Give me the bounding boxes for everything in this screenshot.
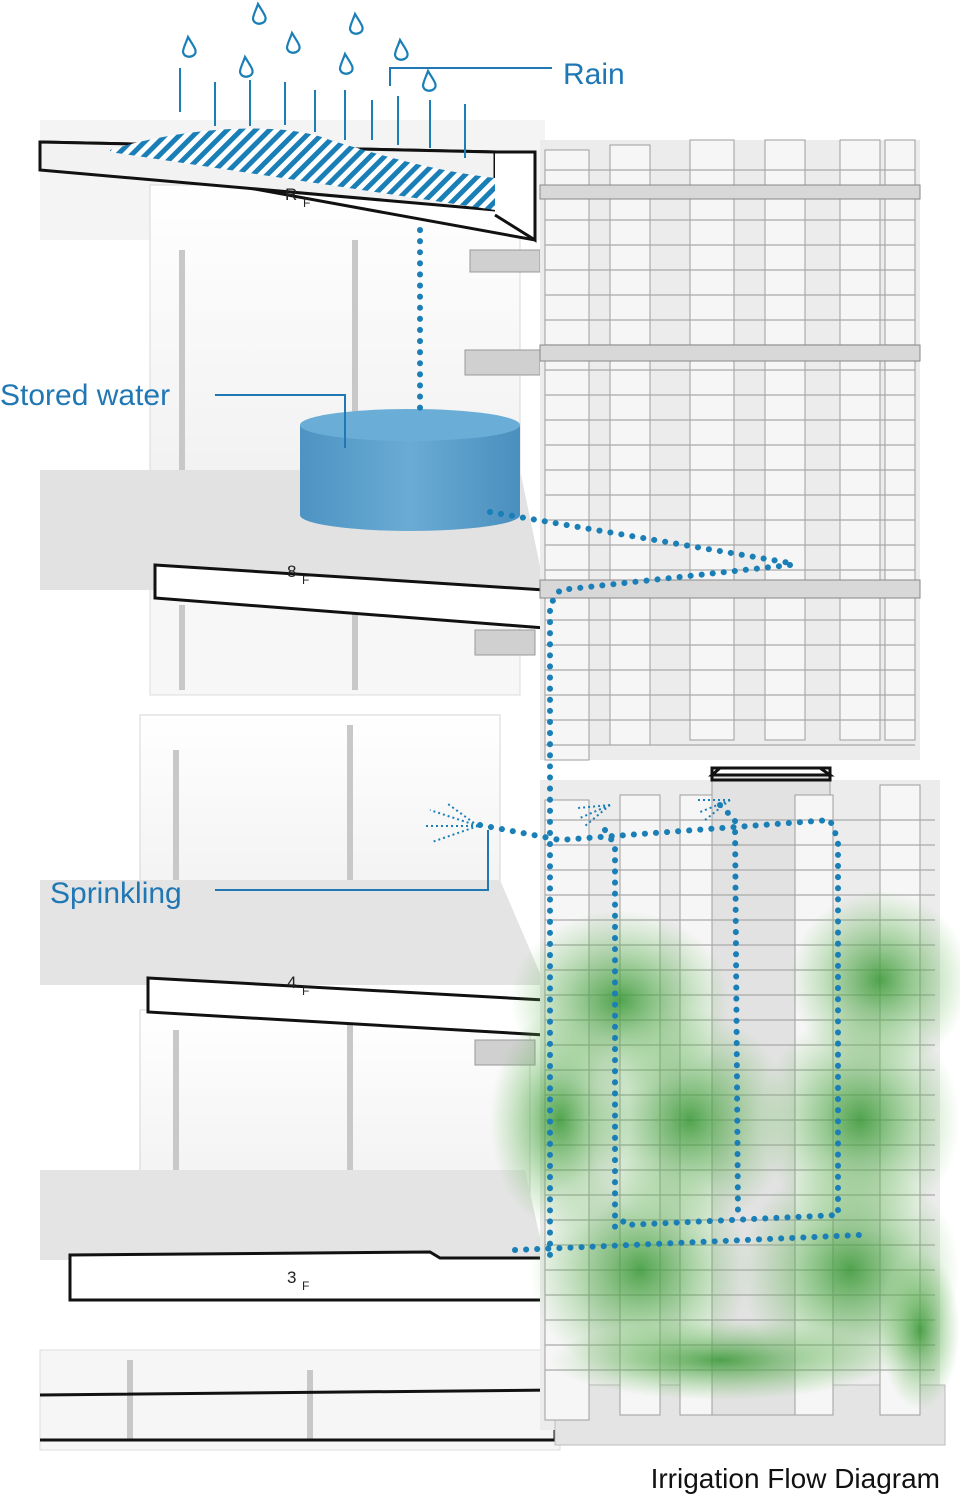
callout-leaders bbox=[215, 67, 552, 891]
svg-text:R: R bbox=[285, 185, 297, 204]
building-section bbox=[38, 120, 561, 1451]
svg-text:4: 4 bbox=[287, 973, 296, 992]
floor-label-8f: 8 F bbox=[287, 562, 309, 587]
floor-label-4f: 4 F bbox=[287, 973, 309, 998]
droplet-icon bbox=[181, 34, 197, 58]
floor-label-rf: R F bbox=[285, 185, 310, 210]
droplet-icons bbox=[181, 1, 437, 92]
droplet-icon bbox=[238, 54, 254, 78]
svg-text:3: 3 bbox=[287, 1268, 296, 1287]
droplet-icon bbox=[348, 11, 364, 35]
svg-text:F: F bbox=[302, 984, 309, 998]
water-flow-lines bbox=[417, 227, 863, 1258]
sprinkler-spray-icons bbox=[425, 799, 731, 843]
droplet-icon bbox=[338, 51, 354, 75]
sprinkler-icon bbox=[577, 804, 611, 827]
droplet-icon bbox=[393, 37, 409, 61]
droplet-icon bbox=[285, 30, 301, 54]
droplet-icon bbox=[251, 1, 267, 25]
rain bbox=[110, 1, 495, 210]
sprinkler-icon bbox=[425, 803, 479, 843]
floor-label-3f: 3 F bbox=[287, 1268, 309, 1293]
diagram-title: Irrigation Flow Diagram bbox=[651, 1463, 940, 1494]
sprinkler-icon bbox=[695, 799, 731, 821]
stored-water-label: Stored water bbox=[0, 379, 170, 412]
svg-text:F: F bbox=[302, 573, 309, 587]
svg-text:8: 8 bbox=[287, 562, 296, 581]
droplet-icon bbox=[421, 68, 437, 92]
rain-label: Rain bbox=[563, 58, 625, 91]
sprinkling-label: Sprinkling bbox=[50, 877, 182, 910]
roof-water bbox=[110, 128, 495, 210]
water-tank bbox=[300, 409, 520, 531]
vegetation bbox=[490, 890, 960, 1410]
svg-text:F: F bbox=[302, 1279, 309, 1293]
svg-text:F: F bbox=[303, 196, 310, 210]
